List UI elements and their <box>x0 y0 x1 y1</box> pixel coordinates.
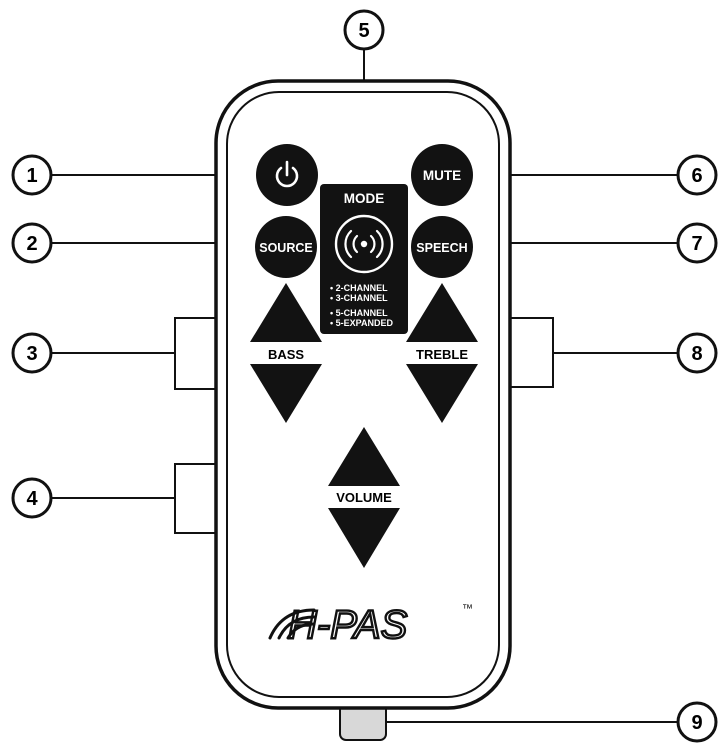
callout-4-number: 4 <box>26 488 38 510</box>
volume-down-button[interactable] <box>328 508 400 568</box>
treble-label: TREBLE <box>416 347 468 362</box>
logo-swoosh-icon <box>268 608 316 640</box>
volume-up-button[interactable] <box>328 427 400 486</box>
mode-button[interactable]: MODE • 2-CHANNEL • 3-CHANNEL • 5-CHANNEL… <box>320 184 408 334</box>
mute-button[interactable]: MUTE <box>411 144 473 206</box>
callout-9-number: 9 <box>691 712 702 734</box>
mode-option-1: • 2-CHANNEL <box>330 283 388 293</box>
bass-up-button[interactable] <box>250 283 322 342</box>
source-button-label: SOURCE <box>259 241 312 255</box>
logo-trademark: ™ <box>462 603 473 615</box>
callout-8: 8 <box>676 332 718 374</box>
callout-2: 2 <box>11 222 53 264</box>
leader-bracket-8 <box>473 317 554 388</box>
power-icon <box>275 160 299 188</box>
h-pas-logo: H-PAS ™ <box>268 602 473 648</box>
mode-option-2: • 3-CHANNEL <box>330 293 388 303</box>
callout-2-number: 2 <box>26 233 37 255</box>
volume-label: VOLUME <box>336 490 392 505</box>
remote-body-inner <box>226 91 500 698</box>
callout-3: 3 <box>11 332 53 374</box>
wireless-surround-icon <box>334 214 394 274</box>
treble-down-button[interactable] <box>406 364 478 423</box>
callout-9: 9 <box>676 701 718 743</box>
callout-3-number: 3 <box>26 343 37 365</box>
callout-4: 4 <box>11 477 53 519</box>
callout-6-number: 6 <box>691 165 702 187</box>
logo-text: H-PAS <box>288 603 408 647</box>
speech-button[interactable]: SPEECH <box>411 216 473 278</box>
callout-5-number: 5 <box>358 20 369 42</box>
callout-1: 1 <box>11 154 53 196</box>
leader-bracket-3 <box>174 317 250 390</box>
callout-1-number: 1 <box>26 165 37 187</box>
callout-7-number: 7 <box>691 233 702 255</box>
callout-7: 7 <box>676 222 718 264</box>
treble-up-button[interactable] <box>406 283 478 342</box>
source-button[interactable]: SOURCE <box>255 216 317 278</box>
callout-8-number: 8 <box>691 343 702 365</box>
mode-option-3: • 5-CHANNEL <box>330 308 388 318</box>
speech-button-label: SPEECH <box>416 241 467 255</box>
callout-5: 5 <box>343 9 385 51</box>
callouts: 1 2 3 4 5 6 7 8 <box>11 9 718 743</box>
mute-button-label: MUTE <box>423 168 461 183</box>
power-button[interactable] <box>256 144 318 206</box>
bass-label: BASS <box>268 347 304 362</box>
callout-6: 6 <box>676 154 718 196</box>
mode-button-title: MODE <box>344 191 385 206</box>
mode-option-4: • 5-EXPANDED <box>330 318 393 328</box>
bass-down-button[interactable] <box>250 364 322 423</box>
